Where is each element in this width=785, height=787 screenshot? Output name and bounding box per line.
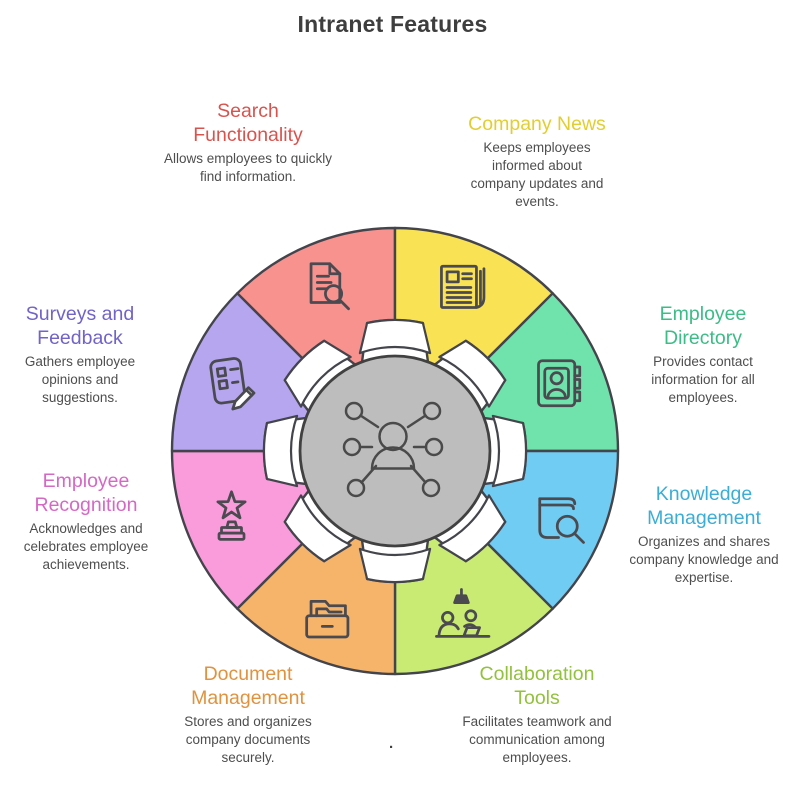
feature-label: Knowledge Management — [647, 483, 761, 529]
gear-tooth — [283, 339, 352, 408]
feature-employee-recognition: Employee Recognition Acknowledges and ce… — [6, 469, 166, 574]
gear-tooth — [438, 339, 507, 408]
people-network-icon — [342, 401, 444, 498]
document-search-icon — [309, 262, 350, 311]
feature-label: Surveys and Feedback — [25, 303, 135, 349]
feature-document-management: Document Management Stores and organizes… — [158, 662, 338, 767]
feature-label: Company News — [468, 113, 606, 135]
feature-description: Organizes and shares company knowledge a… — [629, 534, 779, 585]
gear-tooth — [358, 547, 432, 584]
page-title: Intranet Features — [297, 11, 488, 37]
feature-description: Acknowledges and celebrates employee ach… — [23, 521, 149, 572]
feature-search-functionality: Search Functionality Allows employees to… — [160, 99, 336, 186]
gear-tooth — [358, 318, 432, 355]
feature-employee-directory: Employee Directory Provides contact info… — [623, 302, 783, 407]
gear-tooth — [491, 414, 528, 488]
feature-description: Provides contact information for all emp… — [651, 354, 755, 405]
feature-description: Allows employees to quickly find informa… — [163, 151, 333, 184]
gear-tooth — [262, 414, 299, 488]
feature-label: Employee Directory — [659, 303, 747, 349]
feature-description: Facilitates teamwork and communication a… — [462, 714, 612, 765]
team-meeting-icon — [435, 588, 491, 638]
checklist-pencil-icon — [209, 357, 256, 411]
feature-description: Stores and organizes company documents s… — [184, 714, 312, 765]
feature-description: Keeps employees informed about company u… — [470, 140, 604, 209]
newspaper-icon — [440, 264, 486, 309]
feature-label: Collaboration Tools — [479, 663, 595, 709]
address-book-icon — [537, 359, 582, 408]
gear-tooth — [283, 494, 352, 563]
feature-description: Gathers employee opinions and suggestion… — [24, 354, 136, 405]
feature-label: Search Functionality — [193, 100, 303, 146]
feature-knowledge-management: Knowledge Management Organizes and share… — [622, 482, 785, 587]
book-search-icon — [538, 497, 585, 544]
gear-tooth — [438, 494, 507, 563]
feature-surveys-and-feedback: Surveys and Feedback Gathers employee op… — [5, 302, 155, 407]
feature-label: Employee Recognition — [34, 470, 138, 516]
star-trophy-icon — [216, 490, 247, 541]
feature-label: Document Management — [191, 663, 305, 709]
period-artifact: . — [389, 735, 394, 752]
file-drawer-icon — [305, 600, 350, 639]
feature-collaboration-tools: Collaboration Tools Facilitates teamwork… — [447, 662, 627, 767]
feature-company-news: Company News Keeps employees informed ab… — [449, 112, 625, 211]
